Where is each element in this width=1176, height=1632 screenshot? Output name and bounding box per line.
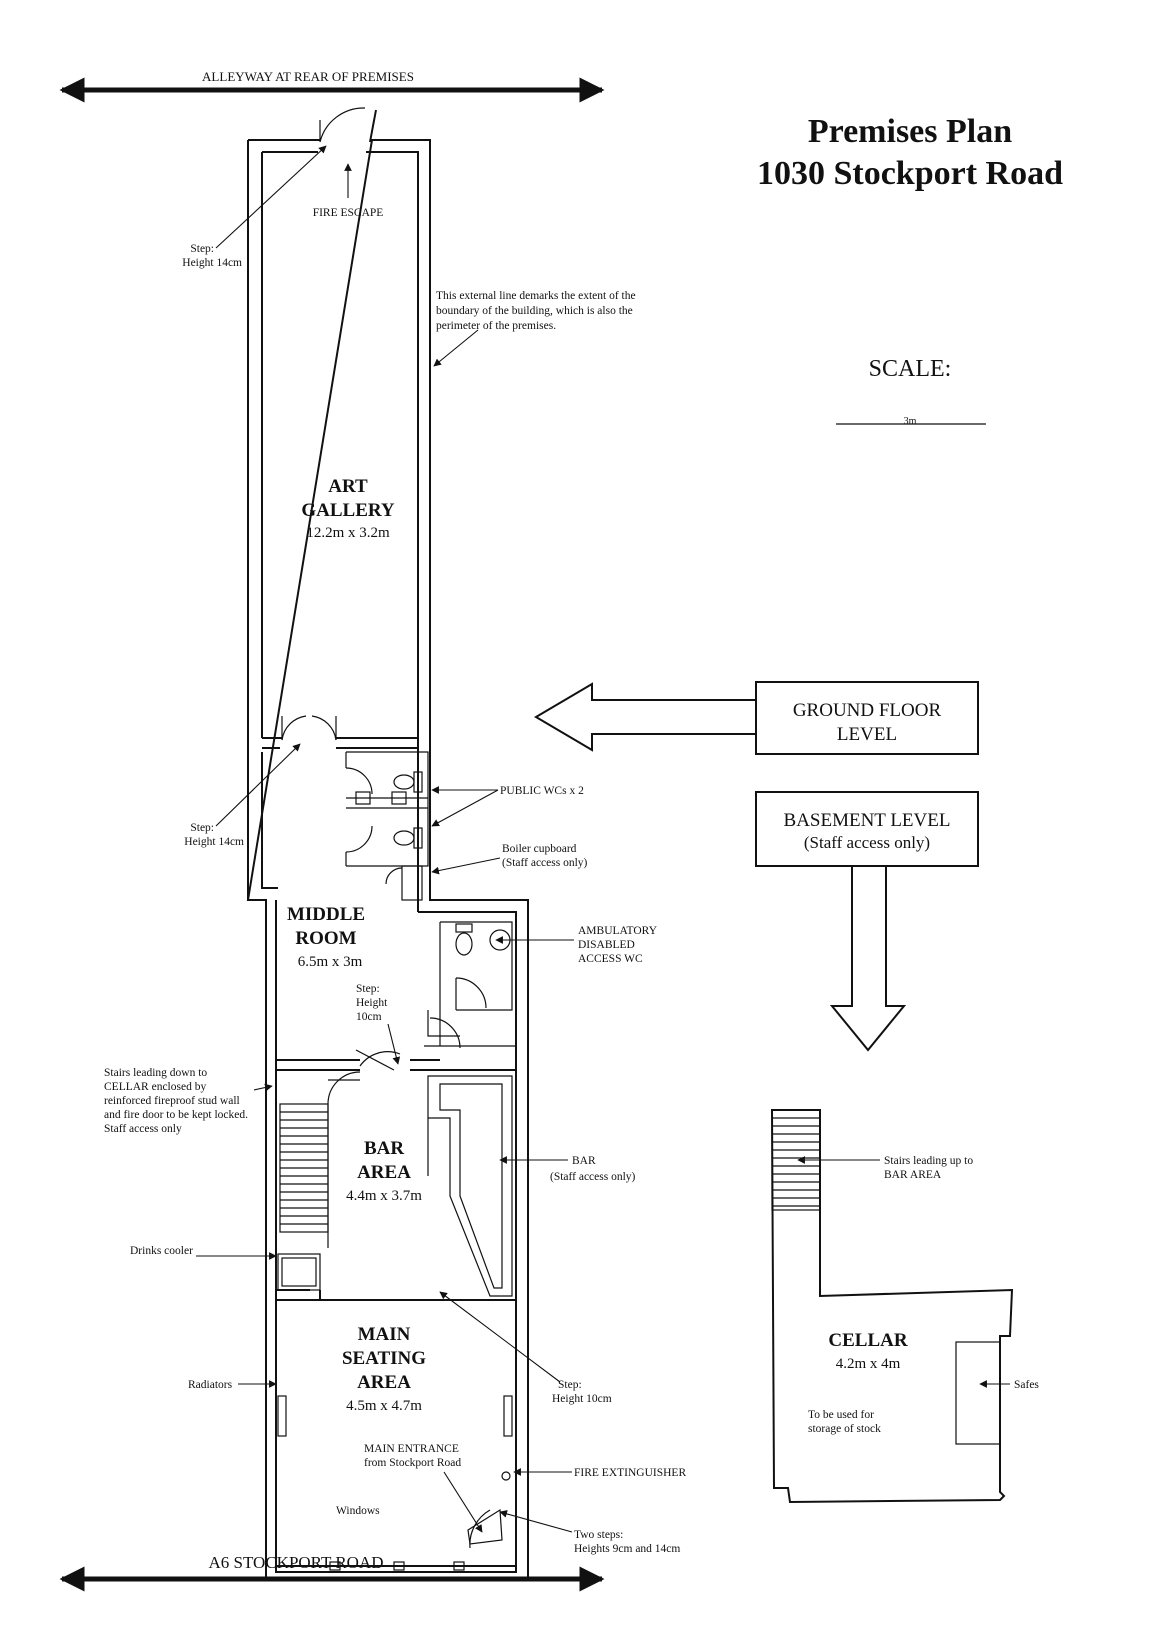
basement-line-2: (Staff access only) (804, 833, 930, 852)
main-seating-name-2: SEATING (342, 1348, 426, 1369)
basement-box (755, 791, 979, 867)
basement-line-1: BASEMENT LEVEL (784, 810, 951, 831)
main-entrance-line-1: MAIN ENTRANCE (364, 1443, 459, 1455)
ground-floor-line-2: LEVEL (837, 724, 897, 745)
main-seating-name-1: MAIN (358, 1324, 411, 1345)
ground-floor-arrow (534, 682, 756, 752)
two-steps-line-1: Two steps: (574, 1529, 623, 1541)
bar-area-name-1: BAR (364, 1138, 404, 1159)
alleyway-label: ALLEYWAY AT REAR OF PREMISES (202, 69, 414, 84)
stairs-cellar-line-5: Staff access only (104, 1123, 182, 1135)
bar-label-line-1: BAR (572, 1155, 596, 1167)
step-top-line-1: Step: (190, 243, 214, 255)
main-entrance-line-2: from Stockport Road (364, 1457, 461, 1469)
art-gallery-size: 12.2m x 3.2m (306, 525, 390, 541)
drinks-cooler-label: Drinks cooler (130, 1245, 193, 1257)
storage-line-1: To be used for (808, 1409, 874, 1421)
boundary-note-line-2: boundary of the building, which is also … (436, 305, 633, 317)
basement-arrow (829, 866, 907, 1052)
step-top-line-2: Height 14cm (182, 257, 242, 269)
step-mid-line-2: Height 14cm (184, 836, 244, 848)
stairs-cellar-line-3: reinforced fireproof stud wall (104, 1095, 240, 1107)
step-seating-line-1: Step: (558, 1379, 582, 1391)
step-mid-line-1: Step: (190, 822, 214, 834)
cellar-name: CELLAR (828, 1330, 907, 1351)
radiators-label: Radiators (188, 1379, 233, 1391)
bar-area-name-2: AREA (357, 1162, 411, 1183)
public-wcs-label: PUBLIC WCs x 2 (500, 785, 584, 797)
stairs-cellar-line-4: and fire door to be kept locked. (104, 1109, 248, 1121)
ambulatory-line-3: ACCESS WC (578, 953, 643, 965)
art-gallery-name-2: GALLERY (301, 500, 395, 521)
ground-floor-plan (246, 107, 529, 1581)
middle-room-name-1: MIDDLE (287, 904, 365, 925)
fire-escape-label: FIRE ESCAPE (313, 207, 384, 219)
scale-label: SCALE: (869, 356, 952, 382)
cellar-size: 4.2m x 4m (836, 1356, 901, 1372)
ground-floor-line-1: GROUND FLOOR (793, 700, 942, 721)
ambulatory-line-2: DISABLED (578, 939, 635, 951)
title-line-2: 1030 Stockport Road (757, 155, 1063, 192)
step-seating-line-2: Height 10cm (552, 1393, 612, 1405)
step-middle-line-3: 10cm (356, 1011, 382, 1023)
stairs-cellar-line-2: CELLAR enclosed by (104, 1081, 206, 1093)
middle-room-name-2: ROOM (295, 928, 356, 949)
boundary-note-line-1: This external line demarks the extent of… (436, 290, 636, 302)
title-line-1: Premises Plan (808, 113, 1012, 150)
stairs-up-line-2: BAR AREA (884, 1169, 942, 1181)
storage-line-2: storage of stock (808, 1423, 881, 1435)
art-gallery-name-1: ART (328, 476, 368, 497)
main-seating-name-3: AREA (357, 1372, 411, 1393)
cellar-plan (770, 1109, 1014, 1504)
ground-floor-box (755, 681, 979, 755)
windows-label: Windows (336, 1505, 380, 1517)
boundary-note-line-3: perimeter of the premises. (436, 320, 556, 332)
step-middle-line-1: Step: (356, 983, 380, 995)
fire-extinguisher-label: FIRE EXTINGUISHER (574, 1467, 686, 1479)
ambulatory-line-1: AMBULATORY (578, 925, 658, 937)
boiler-line-2: (Staff access only) (502, 857, 588, 869)
stairs-cellar-line-1: Stairs leading down to (104, 1067, 207, 1079)
scale-bar-label: 3m (904, 416, 917, 427)
safes-label: Safes (1014, 1379, 1039, 1391)
main-seating-size: 4.5m x 4.7m (346, 1398, 422, 1414)
two-steps-line-2: Heights 9cm and 14cm (574, 1543, 680, 1555)
bar-label-line-2: (Staff access only) (550, 1171, 636, 1183)
step-middle-line-2: Height (356, 997, 388, 1009)
middle-room-size: 6.5m x 3m (298, 954, 363, 970)
boiler-line-1: Boiler cupboard (502, 843, 577, 855)
stairs-up-line-1: Stairs leading up to (884, 1155, 973, 1167)
bar-area-size: 4.4m x 3.7m (346, 1188, 422, 1204)
stairs-to-cellar (280, 1111, 328, 1225)
stockport-road-label: A6 STOCKPORT ROAD (209, 1553, 384, 1572)
